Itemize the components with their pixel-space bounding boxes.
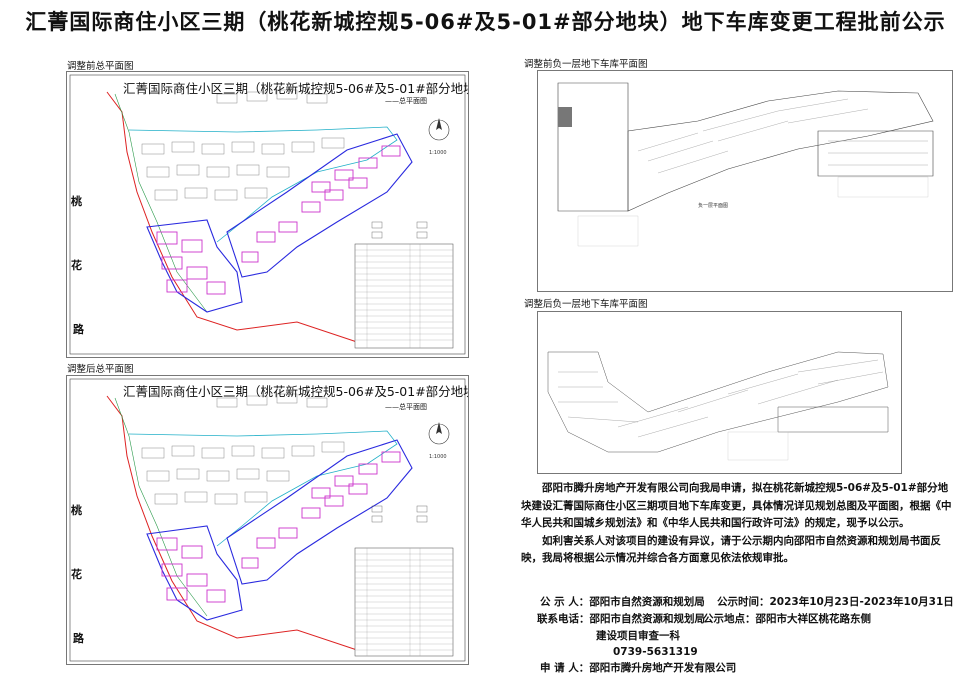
- after-road-char-2: 花: [71, 567, 82, 581]
- notice-paragraph-2: 如利害关系人对该项目的建设有异议，请于公示期内向邵阳市自然资源和规划局书面反映，…: [521, 534, 941, 565]
- location-row: 公示地点：邵阳市大祥区桃花路东侧: [703, 611, 871, 626]
- before-plan-title: 汇菁国际商住小区三期（桃花新城控规5-06#及5-01#部分地块）: [123, 81, 469, 96]
- contact-phone: 0739-5631319: [613, 646, 698, 658]
- publisher-row: 公 示 人：邵阳市自然资源和规划局: [540, 594, 705, 609]
- before-site-plan: 1:1000 桃 花 路 汇菁国际商住小区三期（桃花新城控规5-06#及5-01…: [66, 71, 469, 358]
- publisher-value: 邵阳市自然资源和规划局: [589, 596, 705, 608]
- location-value: 邵阳市大祥区桃花路东侧: [755, 613, 872, 625]
- period-row: 公示时间：2023年10月23日-2023年10月31日: [717, 594, 954, 609]
- before-garage-label: 调整前负一层地下车库平面图: [524, 59, 648, 70]
- applicant-label: 申 请 人：: [540, 662, 590, 674]
- after-plan-caption: ——总平面图: [385, 403, 427, 411]
- applicant-value: 邵阳市腾升房地产开发有限公司: [589, 662, 737, 674]
- after-scale: 1:1000: [429, 454, 447, 460]
- before-garage-plan: 负一层平面图: [537, 70, 953, 292]
- after-road-char-3: 路: [73, 631, 85, 645]
- before-scale: 1:1000: [429, 150, 447, 156]
- after-road-char-1: 桃: [71, 503, 82, 517]
- before-site-label: 调整前总平面图: [67, 61, 134, 72]
- notice-body: 邵阳市腾升房地产开发有限公司向我局申请，拟在桃花新城控规5-06#及5-01#部…: [521, 480, 957, 568]
- period-value: 2023年10月23日-2023年10月31日: [769, 596, 954, 608]
- after-plan-title: 汇菁国际商住小区三期（桃花新城控规5-06#及5-01#部分地块）地下车库变更: [123, 384, 468, 399]
- after-garage-plan: [537, 311, 902, 474]
- section-name: 建设项目审查一科: [596, 630, 680, 642]
- contact-value: 邵阳市自然资源和规划局: [589, 613, 706, 625]
- after-site-plan: 1:1000 桃 花 路 汇菁国际商住小区三期（桃花新城控规5-06#及5-01…: [66, 375, 469, 665]
- before-road-char-3: 路: [73, 322, 85, 336]
- before-plan-caption: ——总平面图: [385, 97, 427, 105]
- before-road-char-1: 桃: [71, 194, 82, 208]
- location-label: 公示地点：: [703, 613, 756, 625]
- after-garage-label: 调整后负一层地下车库平面图: [524, 299, 648, 310]
- before-road-char-2: 花: [71, 258, 82, 272]
- publisher-label: 公 示 人：: [540, 596, 590, 608]
- period-label: 公示时间：: [717, 596, 770, 608]
- after-site-label: 调整后总平面图: [67, 364, 134, 375]
- notice-paragraph-1: 邵阳市腾升房地产开发有限公司向我局申请，拟在桃花新城控规5-06#及5-01#部…: [521, 482, 952, 529]
- page-title: 汇菁国际商住小区三期（桃花新城控规5-06#及5-01#部分地块）地下车库变更工…: [25, 10, 946, 34]
- svg-text:负一层平面图: 负一层平面图: [698, 202, 728, 209]
- contact-label: 联系电话：: [537, 613, 590, 625]
- applicant-row: 申 请 人：邵阳市腾升房地产开发有限公司: [540, 660, 736, 675]
- contact-row: 联系电话：邵阳市自然资源和规划局: [537, 611, 705, 626]
